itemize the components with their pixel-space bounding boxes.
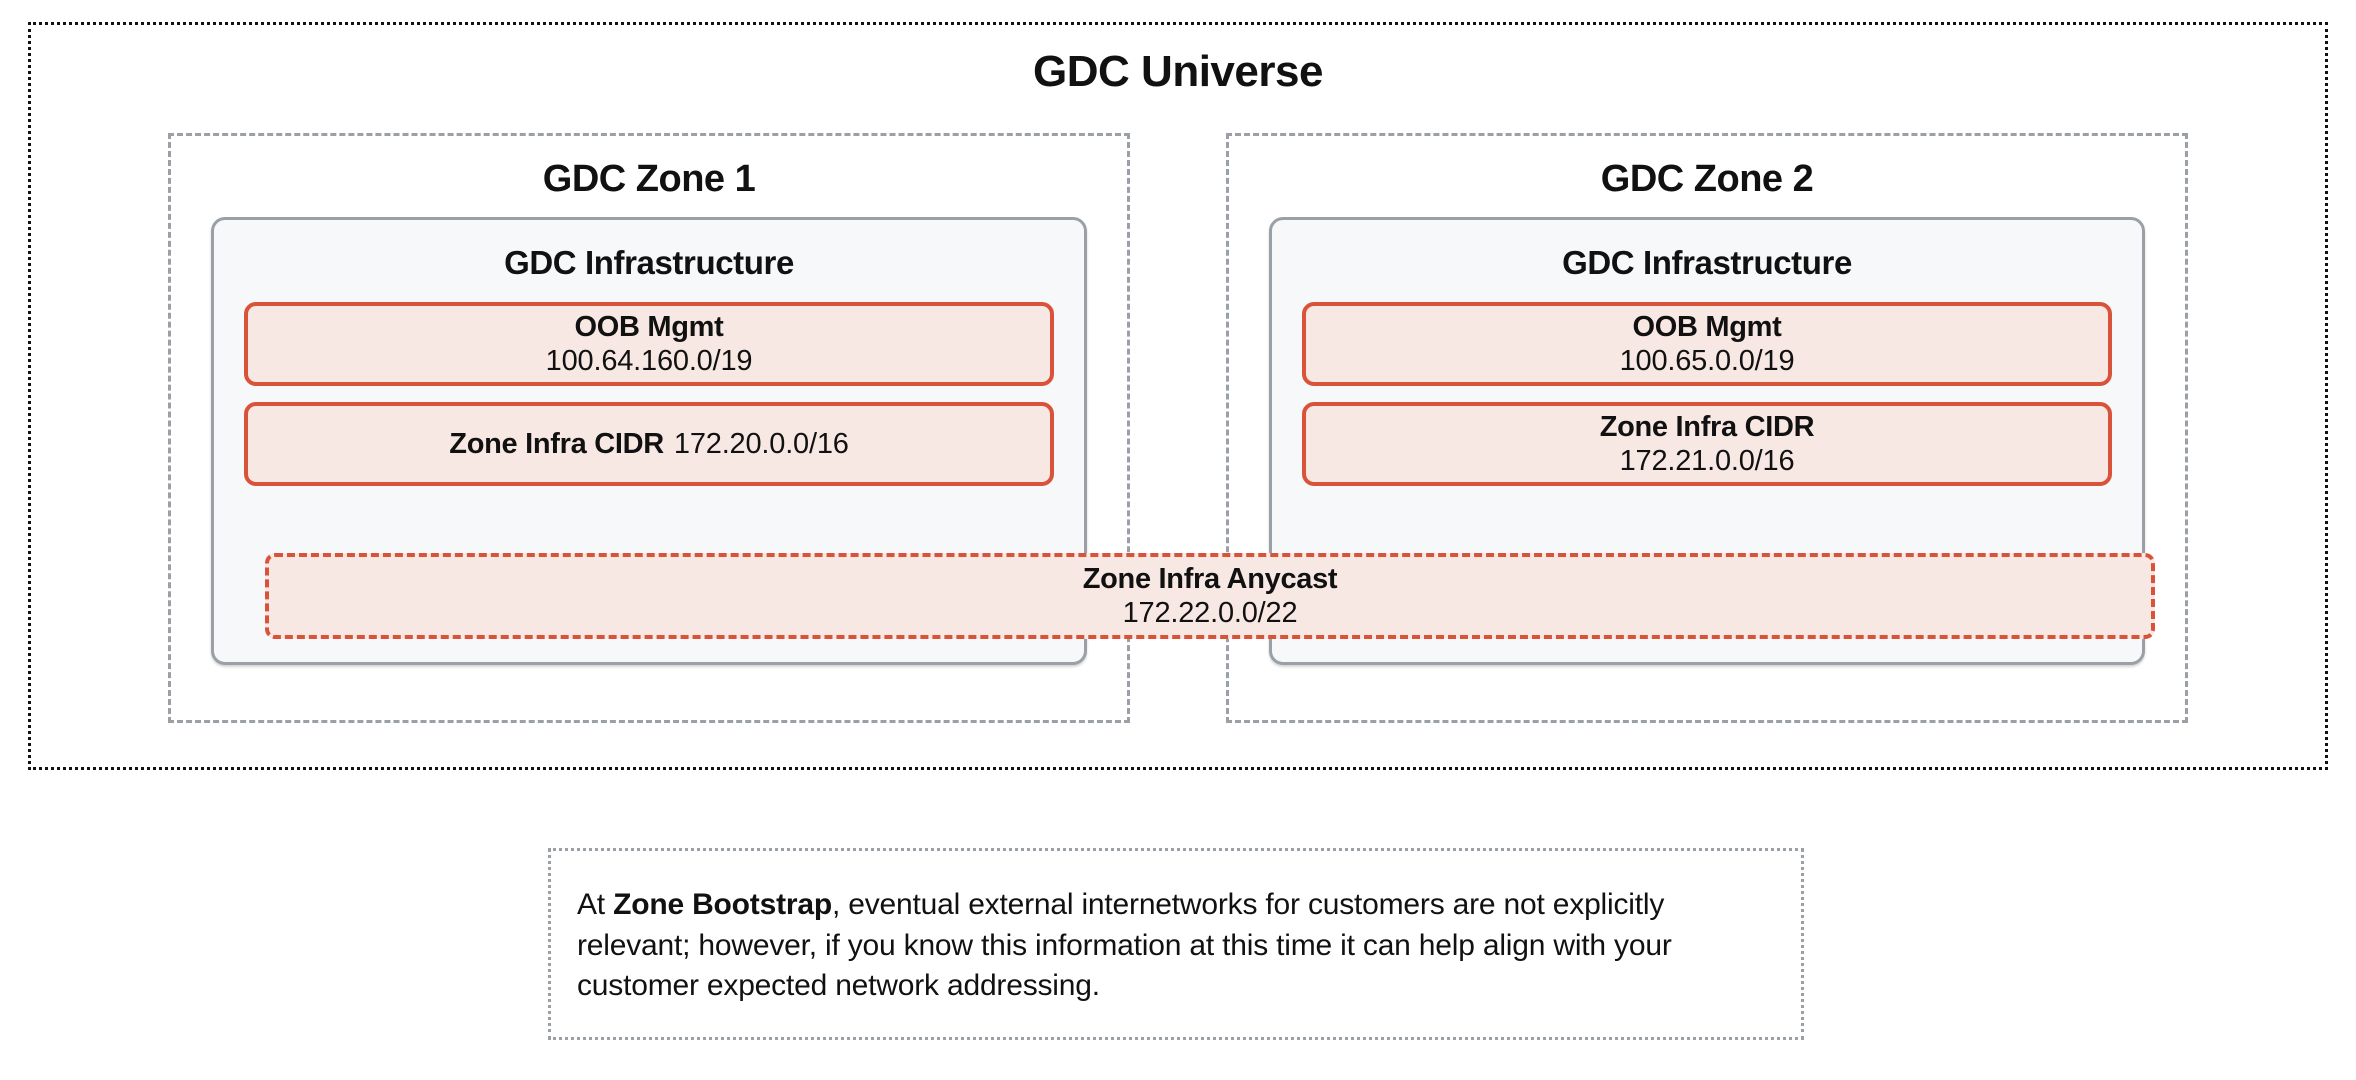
note-lead: At <box>577 888 614 921</box>
cidr-box-value: 100.65.0.0/19 <box>1619 345 1795 377</box>
anycast-label: Zone Infra Anycast <box>1082 562 1338 595</box>
note-emphasis: Zone Bootstrap <box>613 888 832 921</box>
note-box: At Zone Bootstrap, eventual external int… <box>548 848 1804 1040</box>
gdc-universe-container: GDC Universe GDC Zone 1 GDC Infrastructu… <box>28 22 2328 770</box>
zone-title: GDC Zone 1 <box>542 158 756 200</box>
oob-mgmt-box: OOB Mgmt 100.65.0.0/19 <box>1302 302 2112 386</box>
cidr-box-label: Zone Infra CIDR <box>1599 410 1815 443</box>
cidr-box-label: OOB Mgmt <box>574 310 724 343</box>
infrastructure-title: GDC Infrastructure <box>1562 244 1852 281</box>
zone-infra-cidr-box: Zone Infra CIDR 172.21.0.0/16 <box>1302 402 2112 486</box>
cidr-box-label: OOB Mgmt <box>1632 310 1782 343</box>
universe-title: GDC Universe <box>1033 47 1323 96</box>
zone-infra-cidr-box: Zone Infra CIDR 172.20.0.0/16 <box>244 402 1054 486</box>
cidr-box-value: 100.64.160.0/19 <box>545 345 753 377</box>
note-text: At Zone Bootstrap, eventual external int… <box>577 885 1775 1007</box>
cidr-box-value: 172.20.0.0/16 <box>673 427 849 460</box>
cidr-box-label: Zone Infra CIDR <box>449 427 664 460</box>
infrastructure-title: GDC Infrastructure <box>504 244 794 281</box>
zone-title: GDC Zone 2 <box>1600 158 1814 200</box>
zone-infra-anycast-box: Zone Infra Anycast 172.22.0.0/22 <box>265 553 2155 639</box>
anycast-value: 172.22.0.0/22 <box>1122 597 1298 629</box>
note-body: , eventual external internetworks for cu… <box>577 888 1672 1002</box>
cidr-box-value: 172.21.0.0/16 <box>1619 445 1795 477</box>
oob-mgmt-box: OOB Mgmt 100.64.160.0/19 <box>244 302 1054 386</box>
